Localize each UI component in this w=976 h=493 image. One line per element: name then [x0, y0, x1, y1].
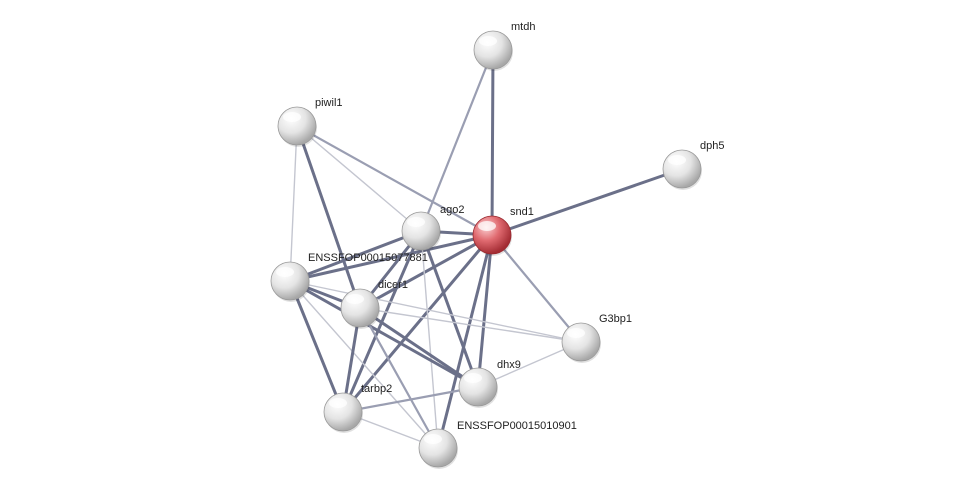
edge-ENSSFOP00015077881-G3bp1[interactable]: [289, 280, 582, 343]
edge-ENSSFOP00015077881-tarbp2[interactable]: [288, 279, 345, 414]
node-label: G3bp1: [599, 313, 632, 325]
node-gloss: [346, 294, 364, 304]
edge-snd1-dph5[interactable]: [490, 167, 684, 237]
node-gloss: [464, 373, 482, 383]
edge-ago2-ENSSFOP00015010901[interactable]: [420, 230, 439, 449]
node-label: dicer1: [378, 279, 408, 291]
node-sphere[interactable]: [340, 288, 380, 328]
edge-snd1-ENSSFOP00015010901[interactable]: [436, 233, 494, 450]
node-gloss: [668, 155, 686, 165]
node-gloss: [276, 267, 294, 277]
edges-layer: [288, 48, 684, 450]
edge-snd1-G3bp1[interactable]: [490, 233, 583, 344]
node-gloss: [478, 221, 496, 231]
node-gloss: [407, 217, 425, 227]
edge-snd1-piwil1[interactable]: [295, 124, 494, 237]
node-sphere[interactable]: [418, 428, 458, 468]
edge-ENSSFOP00015077881-dhx9[interactable]: [288, 279, 480, 389]
edge-ago2-dhx9[interactable]: [419, 229, 480, 389]
edge-snd1-tarbp2[interactable]: [341, 233, 494, 414]
nodes-layer: mtdh piwil1 dph5 ago2 snd1ENSSFOP00015077881…: [270, 21, 724, 469]
node-mtdh[interactable]: mtdh: [473, 21, 535, 71]
node-sphere[interactable]: [401, 211, 441, 251]
node-label: ago2: [440, 204, 464, 216]
node-label: tarbp2: [361, 383, 392, 395]
node-sphere[interactable]: [662, 149, 702, 189]
edge-ago2-ENSSFOP00015077881[interactable]: [288, 229, 423, 283]
node-sphere[interactable]: [270, 261, 310, 301]
node-sphere[interactable]: [323, 392, 363, 432]
node-dicer1[interactable]: dicer1: [340, 279, 408, 329]
edge-mtdh-ago2[interactable]: [419, 48, 495, 233]
edge-ENSSFOP00015077881-ENSSFOP00015010901[interactable]: [289, 280, 439, 449]
node-sphere[interactable]: [458, 367, 498, 407]
node-label: dhx9: [497, 359, 521, 371]
node-piwil1[interactable]: piwil1: [277, 97, 343, 147]
node-snd1[interactable]: snd1: [472, 206, 534, 256]
node-gloss: [567, 328, 585, 338]
node-gloss: [329, 398, 347, 408]
node-label: piwil1: [315, 97, 343, 109]
node-label: ENSSFOP00015077881: [308, 252, 428, 264]
edge-snd1-dicer1[interactable]: [358, 233, 494, 310]
node-label: dph5: [700, 140, 724, 152]
edge-piwil1-ENSSFOP00015077881[interactable]: [289, 125, 298, 282]
node-sphere[interactable]: [472, 215, 512, 255]
node-tarbp2[interactable]: tarbp2: [323, 383, 392, 433]
node-sphere[interactable]: [473, 30, 513, 70]
node-label: snd1: [510, 206, 534, 218]
node-gloss: [424, 434, 442, 444]
node-gloss: [479, 36, 497, 46]
node-dph5[interactable]: dph5: [662, 140, 724, 190]
edge-snd1-mtdh[interactable]: [490, 48, 495, 237]
node-sphere[interactable]: [561, 322, 601, 362]
node-G3bp1[interactable]: G3bp1: [561, 313, 632, 363]
edge-piwil1-ago2[interactable]: [296, 125, 422, 232]
node-label: mtdh: [511, 21, 535, 33]
node-ENSSFOP00015077881[interactable]: ENSSFOP00015077881: [270, 252, 428, 302]
node-gloss: [283, 112, 301, 122]
edge-snd1-ENSSFOP00015077881[interactable]: [288, 233, 494, 283]
node-label: ENSSFOP00015010901: [457, 420, 577, 432]
edge-dicer1-dhx9[interactable]: [358, 306, 480, 389]
edge-dhx9-tarbp2[interactable]: [341, 385, 480, 414]
node-sphere[interactable]: [277, 106, 317, 146]
node-ago2[interactable]: ago2: [401, 204, 464, 252]
edge-dicer1-ENSSFOP00015010901[interactable]: [358, 306, 440, 450]
node-ENSSFOP00015010901[interactable]: ENSSFOP00015010901: [418, 420, 577, 469]
edge-snd1-dhx9[interactable]: [476, 233, 494, 389]
node-dhx9[interactable]: dhx9: [458, 359, 521, 408]
edge-dicer1-G3bp1[interactable]: [359, 307, 582, 343]
edge-piwil1-dicer1[interactable]: [295, 124, 362, 310]
